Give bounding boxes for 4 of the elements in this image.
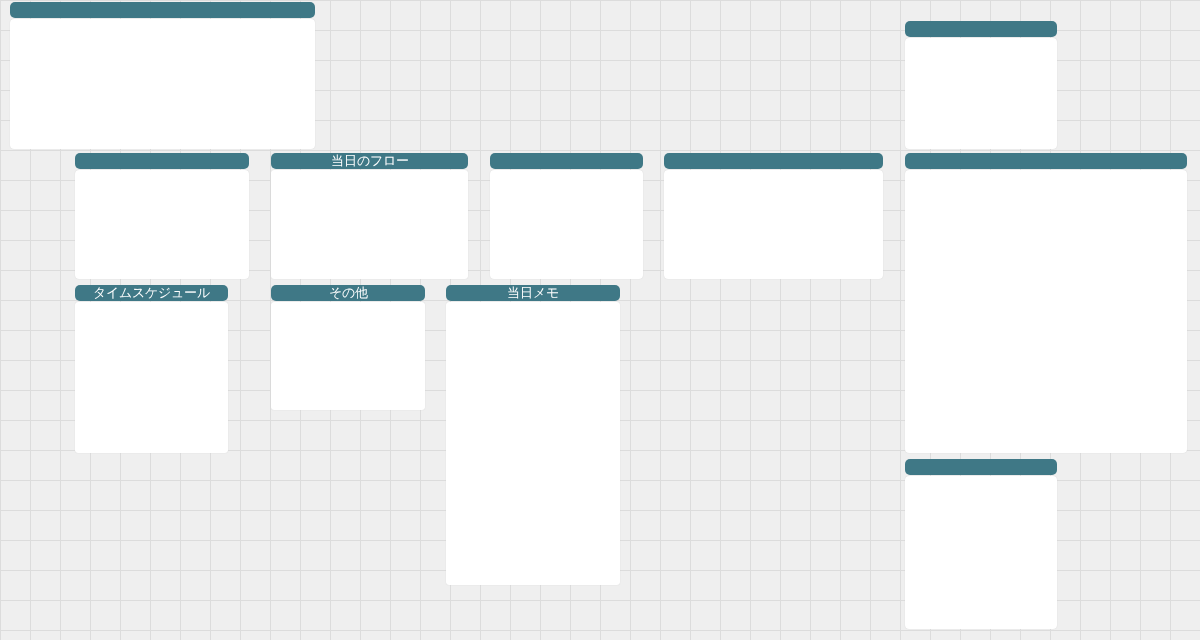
- frame-header: 当日メモ: [446, 285, 620, 301]
- frame-header: その他: [271, 285, 425, 301]
- frame-header: タイムスケジュール: [75, 285, 228, 301]
- frame-header: 当日のフロー: [271, 153, 468, 169]
